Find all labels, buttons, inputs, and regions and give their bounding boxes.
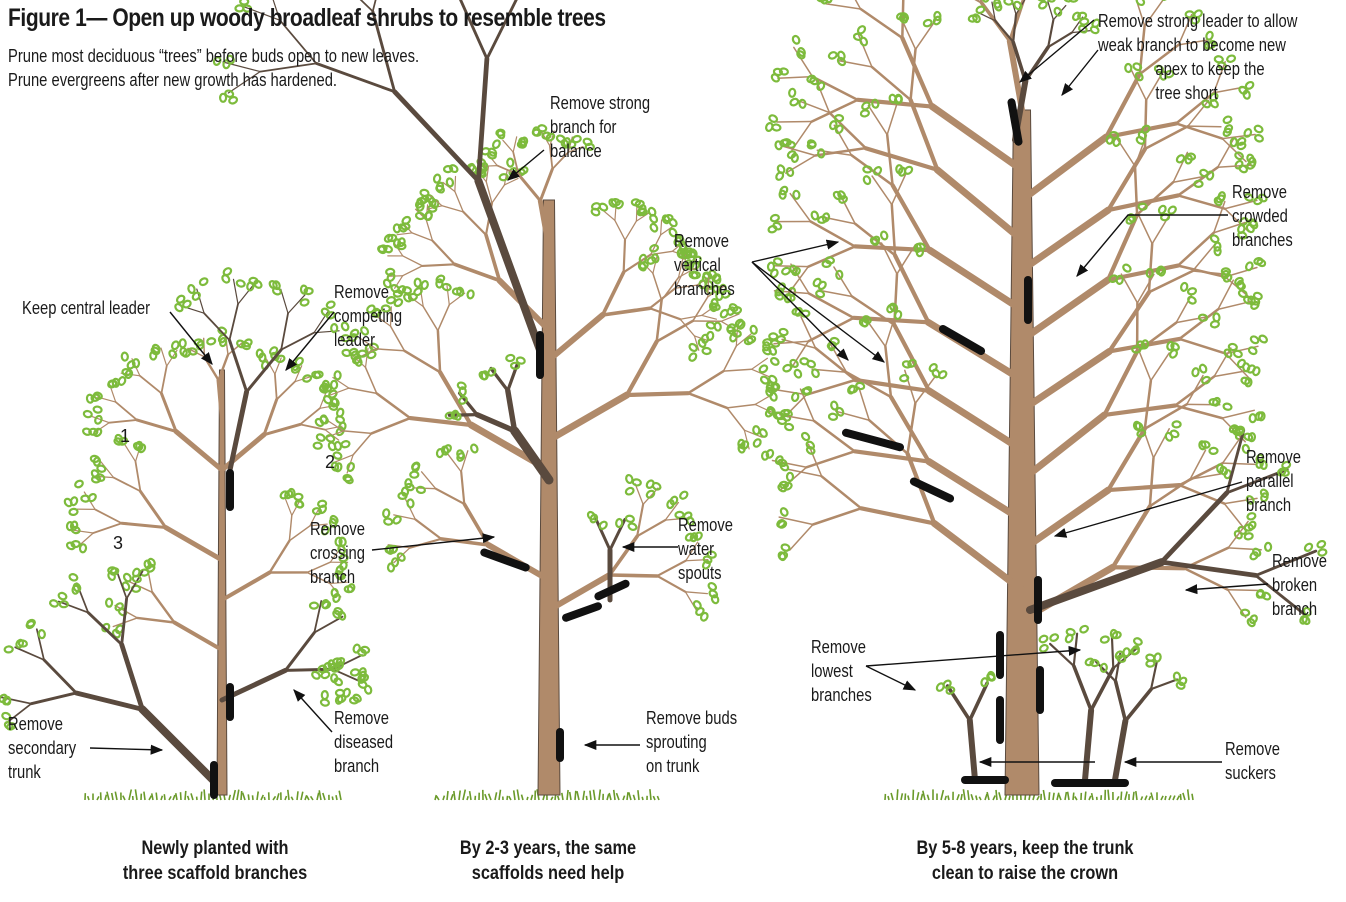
- label-remove-water-spouts: Remove water spouts: [678, 513, 733, 585]
- label-remove-suckers: Remove suckers: [1225, 737, 1280, 785]
- label-remove-crowded-branches: Remove crowded branches: [1232, 180, 1293, 252]
- label-keep-central-leader: Keep central leader: [22, 296, 150, 320]
- caption-panel-1: Newly planted with three scaffold branch…: [86, 836, 344, 886]
- caption-panel-3: By 5-8 years, keep the trunk clean to ra…: [883, 836, 1167, 886]
- label-remove-diseased-branch: Remove diseased branch: [334, 706, 393, 778]
- label-remove-vertical-branches: Remove vertical branches: [674, 229, 735, 301]
- label-remove-secondary-trunk: Remove secondary trunk: [8, 712, 76, 784]
- scaffold-number-3: 3: [113, 533, 123, 554]
- scaffold-number-2: 2: [325, 452, 335, 473]
- label-remove-parallel-branch: Remove parallel branch: [1246, 445, 1301, 517]
- caption-panel-2: By 2-3 years, the same scaffolds need he…: [419, 836, 677, 886]
- subtitle-line-1: Prune most deciduous “trees” before buds…: [8, 46, 419, 67]
- label-remove-competing-leader: Remove competing leader: [334, 280, 402, 352]
- label-remove-lowest-branches: Remove lowest branches: [811, 635, 872, 707]
- label-remove-strong-branch: Remove strong branch for balance: [550, 91, 650, 163]
- label-remove-broken-branch: Remove broken branch: [1272, 549, 1327, 621]
- subtitle-line-2: Prune evergreens after new growth has ha…: [8, 70, 337, 91]
- scaffold-number-1: 1: [120, 426, 130, 447]
- label-remove-strong-leader: Remove strong leader to allow weak branc…: [1098, 9, 1297, 105]
- figure-title: Figure 1— Open up woody broadleaf shrubs…: [8, 4, 606, 33]
- label-remove-buds-sprouting: Remove buds sprouting on trunk: [646, 706, 737, 778]
- label-remove-crossing-branch: Remove crossing branch: [310, 517, 365, 589]
